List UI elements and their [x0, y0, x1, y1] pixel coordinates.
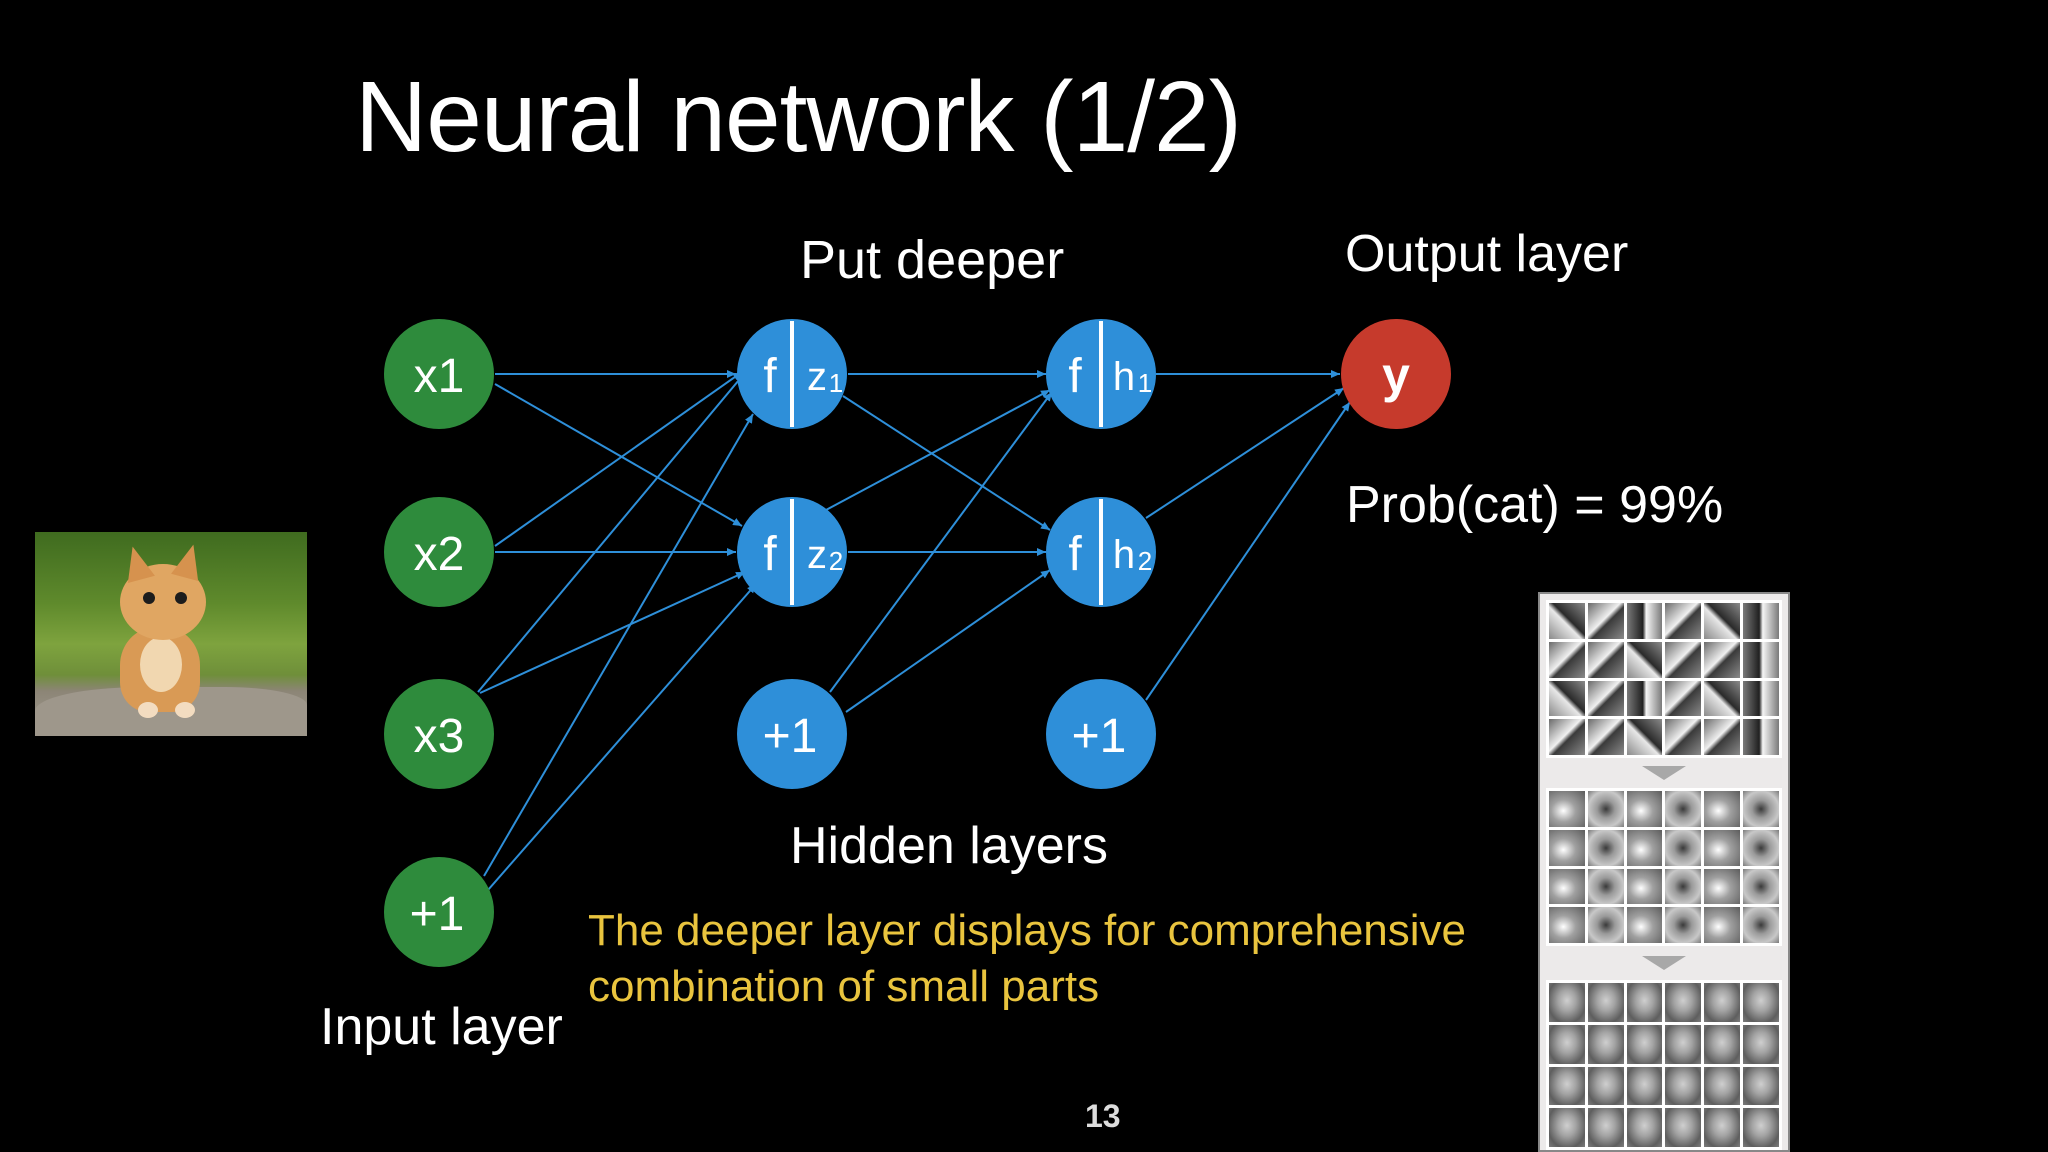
face-features-grid: [1546, 980, 1782, 1150]
node-h1-sub: 1: [1138, 368, 1152, 398]
node-hidden1-bias: +1: [737, 679, 847, 789]
page-number: 13: [1085, 1098, 1121, 1134]
down-arrow-icon: [1642, 956, 1686, 970]
node-z2: f z 2: [737, 497, 847, 607]
node-z2-sub: 2: [829, 546, 843, 576]
edge-b2-y: [1145, 401, 1351, 701]
edge-b0-z1: [483, 413, 754, 877]
note-line-2: combination of small parts: [588, 962, 1100, 1011]
probability-label: Prob(cat) = 99%: [1346, 476, 1724, 534]
hidden-layer-1-nodes: f z 1 f z 2 +1: [737, 319, 847, 789]
node-h1: f h 1: [1046, 319, 1156, 429]
down-arrow-icon: [1642, 766, 1686, 780]
edge-z1-h2: [842, 395, 1051, 531]
kitten-image: [35, 532, 307, 736]
edge-x2-z1: [494, 371, 743, 547]
input-layer-nodes: x1 x2 x3 +1: [384, 319, 494, 967]
hidden-layers-label: Hidden layers: [790, 817, 1108, 875]
node-x1: x1: [384, 319, 494, 429]
node-x3: x3: [384, 679, 494, 789]
node-z1-sub: 1: [829, 368, 843, 398]
node-h2-sub: 2: [1138, 546, 1152, 576]
edge-x1-z2: [494, 383, 743, 527]
edge-h2-y: [1145, 387, 1345, 519]
input-layer-label: Input layer: [320, 998, 563, 1056]
edge-b0-z2: [487, 583, 757, 891]
node-h2-var: h: [1113, 533, 1135, 577]
node-h2: f h 2: [1046, 497, 1156, 607]
part-features-grid: [1546, 788, 1782, 946]
edge-x3-z2: [479, 571, 746, 694]
note-line-1: The deeper layer displays for comprehens…: [588, 906, 1467, 955]
deeper-layer-note: The deeper layer displays for comprehens…: [588, 903, 1466, 1015]
feature-hierarchy-image: [1538, 592, 1790, 1152]
edge-b1-h2: [845, 569, 1051, 713]
node-hidden2-bias: +1: [1046, 679, 1156, 789]
edge-x3-z1: [477, 373, 745, 693]
hidden-layer-2-nodes: f h 1 f h 2 +1: [1046, 319, 1156, 789]
edge-features-grid: [1546, 600, 1782, 758]
node-hidden2-bias-label: +1: [1072, 710, 1127, 763]
connections: [477, 370, 1351, 891]
node-z2-var: z: [807, 533, 827, 577]
node-x1-label: x1: [414, 350, 465, 403]
node-z2-f: f: [763, 528, 777, 581]
edge-b1-h1: [829, 391, 1053, 693]
node-input-bias: +1: [384, 857, 494, 967]
node-x2: x2: [384, 497, 494, 607]
slide-title: Neural network (1/2): [355, 61, 1242, 173]
output-node-label: y: [1382, 347, 1410, 403]
node-h2-f: f: [1068, 528, 1082, 581]
node-x2-label: x2: [414, 528, 465, 581]
node-h1-f: f: [1068, 350, 1082, 403]
node-z1: f z 1: [737, 319, 847, 429]
node-z1-f: f: [763, 350, 777, 403]
output-node: y: [1341, 319, 1451, 429]
output-layer-label: Output layer: [1345, 225, 1629, 283]
put-deeper-label: Put deeper: [800, 230, 1065, 290]
edge-z2-h1: [825, 389, 1051, 511]
node-x3-label: x3: [414, 710, 465, 763]
node-input-bias-label: +1: [410, 888, 465, 941]
node-z1-var: z: [807, 355, 827, 399]
node-hidden1-bias-label: +1: [763, 710, 818, 763]
node-h1-var: h: [1113, 355, 1135, 399]
